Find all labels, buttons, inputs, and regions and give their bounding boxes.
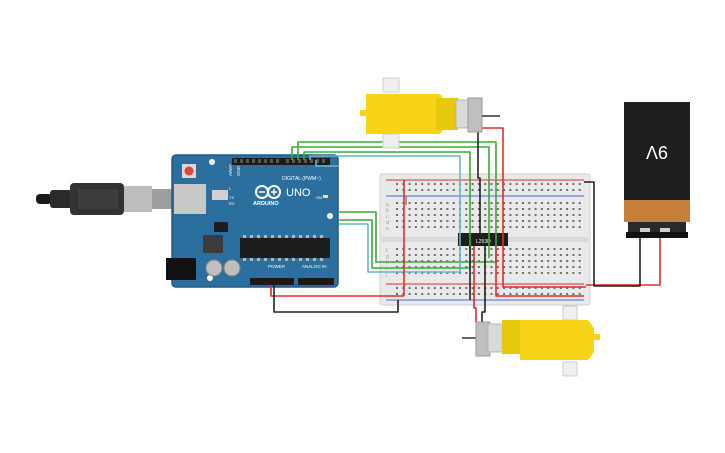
wire-black-3 — [481, 246, 486, 322]
svg-text:i: i — [386, 266, 387, 272]
svg-text:h: h — [386, 260, 389, 266]
power-header-label: POWER — [268, 264, 286, 269]
wire-cyan-2 — [315, 160, 339, 167]
row-letters: a b c d e f g h i j — [385, 202, 389, 278]
wire-red-6 — [586, 238, 661, 286]
arduino-uno-board[interactable]: AREF GND DIGITAL (PWM~) ARDUINO UNO TX R… — [166, 154, 339, 288]
usb-cable[interactable] — [36, 183, 178, 215]
svg-text:d: d — [386, 220, 389, 226]
wire-red-5 — [495, 246, 584, 297]
l293d-label: L293D — [476, 239, 491, 245]
wire-black-1 — [273, 285, 399, 313]
arduino-logo-icon — [255, 185, 281, 199]
l-label: L — [229, 186, 232, 191]
wire-red-4 — [473, 246, 477, 322]
wire-cyan-1 — [309, 155, 461, 273]
wire-black-2 — [477, 132, 481, 233]
breadboard-holes[interactable] — [396, 183, 581, 295]
svg-text:g: g — [386, 254, 389, 260]
analog-header-label: ANALOG IN — [302, 264, 327, 269]
analog-pin-header[interactable] — [298, 278, 334, 285]
power-pin-header[interactable] — [250, 278, 294, 285]
digital-pin-header[interactable] — [234, 159, 325, 163]
svg-text:a: a — [386, 202, 389, 208]
top-motor[interactable] — [360, 77, 500, 149]
svg-text:e: e — [386, 226, 389, 232]
l293d-driver-chip[interactable]: L293D — [458, 233, 508, 246]
aref-label: AREF — [228, 164, 233, 176]
tx-label: TX — [229, 195, 234, 200]
svg-text:c: c — [386, 214, 389, 220]
svg-text:j: j — [385, 272, 387, 278]
wire-black-4 — [584, 181, 641, 287]
rx-label: RX — [229, 201, 235, 206]
atmega-chip — [240, 238, 330, 258]
svg-text:b: b — [386, 208, 389, 214]
battery-label: 9V — [646, 142, 668, 162]
bottom-motor[interactable] — [462, 305, 600, 377]
wire-red-3 — [270, 285, 404, 297]
svg-text:f: f — [386, 248, 388, 254]
battery-9v[interactable]: 9V — [624, 102, 690, 238]
arduino-brand: ARDUINO — [253, 201, 279, 207]
gnd-label: GND — [236, 165, 241, 176]
arduino-model: UNO — [286, 187, 311, 199]
on-label: ON — [316, 195, 322, 200]
digital-header-label: DIGITAL (PWM~) — [282, 176, 321, 182]
